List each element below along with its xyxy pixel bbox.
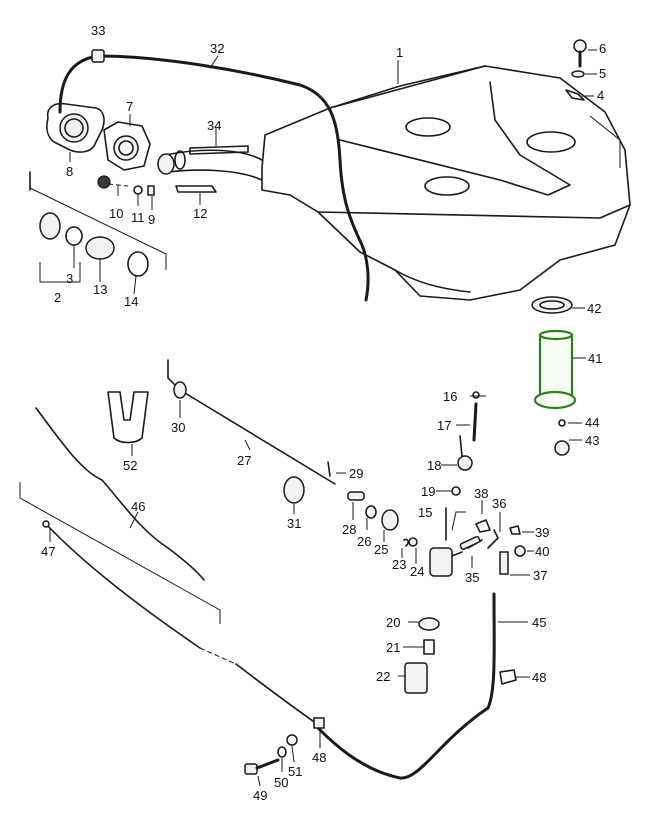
callout-3: 3 xyxy=(66,271,73,286)
callout-32: 32 xyxy=(210,41,224,56)
callout-44: 44 xyxy=(585,415,599,430)
callout-22: 22 xyxy=(376,669,390,684)
callout-17: 17 xyxy=(437,418,451,433)
bottom-fasteners xyxy=(244,734,298,775)
callout-45: 45 xyxy=(532,615,546,630)
callout-36: 36 xyxy=(492,496,506,511)
callout-18: 18 xyxy=(427,458,441,473)
mounting-hardware xyxy=(565,39,621,168)
throttle-cable xyxy=(19,407,325,729)
callout-42: 42 xyxy=(587,301,601,316)
callout-23: 23 xyxy=(392,557,406,572)
callout-31: 31 xyxy=(287,516,301,531)
callout-12: 12 xyxy=(193,206,207,221)
callout-39: 39 xyxy=(535,525,549,540)
grommet xyxy=(283,476,305,504)
callout-5: 5 xyxy=(599,66,606,81)
callout-48b: 48 xyxy=(312,750,326,765)
callout-48: 48 xyxy=(532,670,546,685)
return-hose xyxy=(316,592,496,780)
callout-41: 41 xyxy=(588,351,602,366)
callout-11: 11 xyxy=(131,210,145,225)
callout-16: 16 xyxy=(443,389,457,404)
group-bracket-gasket xyxy=(39,262,81,283)
fuel-line xyxy=(167,359,336,485)
callout-34: 34 xyxy=(207,118,221,133)
callout-27: 27 xyxy=(237,453,251,468)
callout-25: 25 xyxy=(374,542,388,557)
callout-46: 46 xyxy=(131,499,145,514)
callout-35: 35 xyxy=(465,570,479,585)
fuel-tank xyxy=(261,65,631,301)
callout-29: 29 xyxy=(349,466,363,481)
callout-43: 43 xyxy=(585,433,599,448)
callout-28: 28 xyxy=(342,522,356,537)
callout-leaders xyxy=(49,49,597,787)
callout-37: 37 xyxy=(533,568,547,583)
group-bracket-filler xyxy=(29,172,167,270)
callout-6: 6 xyxy=(599,41,606,56)
level-sender-tube xyxy=(531,296,577,456)
filler-neck-tube xyxy=(157,145,263,181)
vent-hose xyxy=(58,49,370,302)
callout-15: 15 xyxy=(418,505,432,520)
callout-51: 51 xyxy=(288,764,302,779)
hose-clip xyxy=(499,669,517,685)
callout-9: 9 xyxy=(148,212,155,227)
callout-38: 38 xyxy=(474,486,488,501)
callout-52: 52 xyxy=(123,458,137,473)
callout-20: 20 xyxy=(386,615,400,630)
fuel-pump-assembly xyxy=(347,391,526,694)
callout-13: 13 xyxy=(93,282,107,297)
callout-21: 21 xyxy=(386,640,400,655)
filler-flap-assembly xyxy=(29,102,217,277)
callout-26: 26 xyxy=(357,534,371,549)
callout-30: 30 xyxy=(171,420,185,435)
callout-19: 19 xyxy=(421,484,435,499)
callout-50: 50 xyxy=(274,775,288,790)
callout-1: 1 xyxy=(396,45,403,60)
callout-40: 40 xyxy=(535,544,549,559)
callout-47: 47 xyxy=(41,544,55,559)
callout-2: 2 xyxy=(54,290,61,305)
callout-8: 8 xyxy=(66,164,73,179)
callout-10: 10 xyxy=(109,206,123,221)
callout-24: 24 xyxy=(410,564,424,579)
strap-bracket xyxy=(107,391,149,444)
callout-labels: 1 2 3 4 5 6 7 8 9 10 11 12 13 14 15 16 1… xyxy=(41,23,606,803)
callout-7: 7 xyxy=(126,99,133,114)
callout-4: 4 xyxy=(597,88,604,103)
callout-49: 49 xyxy=(253,788,267,803)
callout-14: 14 xyxy=(124,294,138,309)
callout-33: 33 xyxy=(91,23,105,38)
